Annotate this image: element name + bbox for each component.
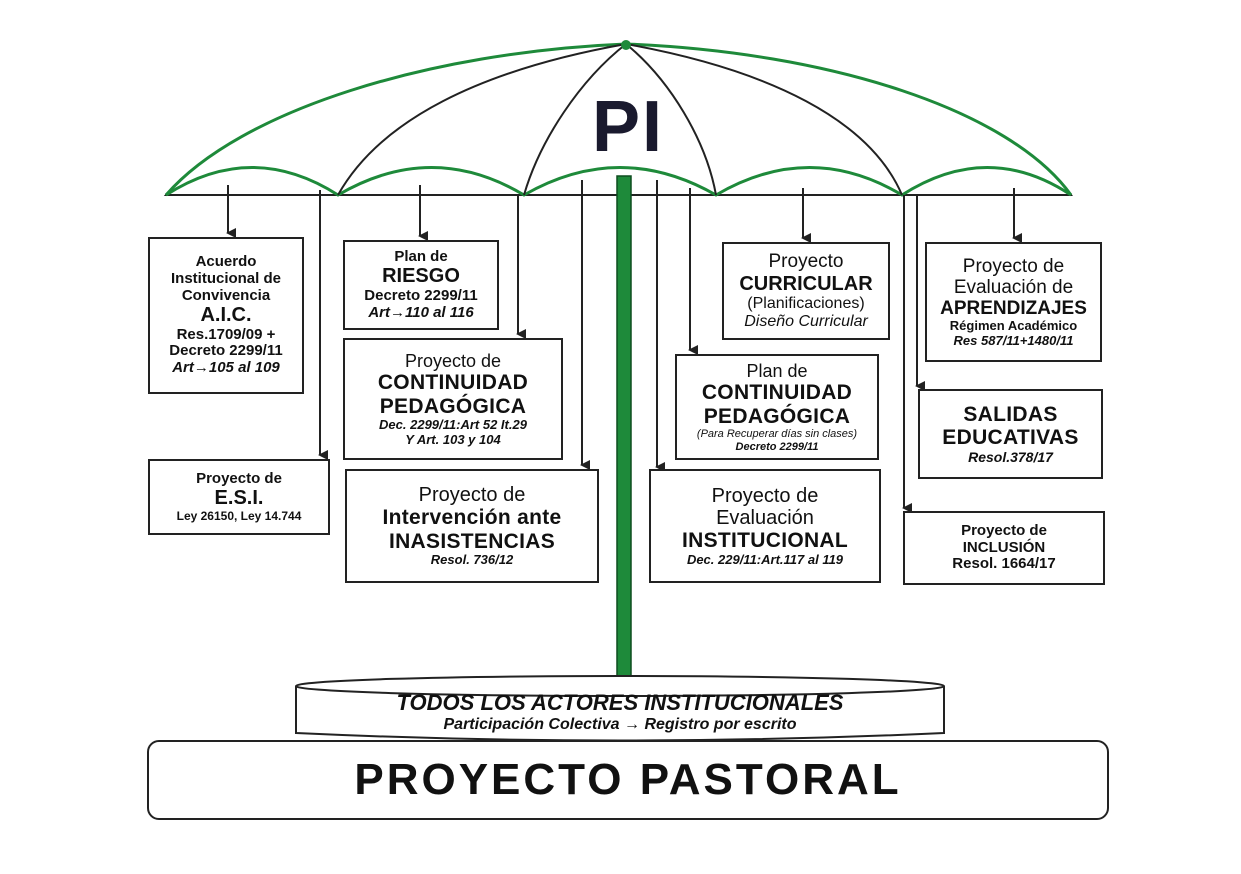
box-aprendizajes: Proyecto de Evaluación de APRENDIZAJES R… [925, 242, 1102, 362]
box-salidas-educativas: SALIDAS EDUCATIVAS Resol.378/17 [918, 389, 1103, 479]
base-subtitle: Participación Colectiva → Registro por e… [443, 716, 797, 733]
esi-line-1: Proyecto de [196, 469, 282, 487]
inasistencias-line-3: INASISTENCIAS [388, 529, 556, 553]
continuidad2-line-1: Plan de [746, 361, 808, 382]
aic-line-3: Convivencia [181, 286, 271, 304]
box-continuidad-pedagogica-plan: Plan de CONTINUIDAD PEDAGÓGICA (Para Rec… [675, 354, 879, 460]
base-title: TODOS LOS ACTORES INSTITUCIONALES [396, 690, 844, 715]
inasistencias-line-4: Resol. 736/12 [430, 552, 514, 568]
continuidad1-line-3: PEDAGÓGICA [379, 394, 527, 418]
continuidad2-line-3: PEDAGÓGICA [703, 404, 851, 428]
box-esi: Proyecto de E.S.I. Ley 26150, Ley 14.744 [148, 459, 330, 535]
esi-line-3: Ley 26150, Ley 14.744 [176, 508, 302, 523]
continuidad1-line-5: Y Art. 103 y 104 [405, 431, 501, 447]
curricular-line-2: CURRICULAR [739, 272, 873, 295]
salidas-line-1: SALIDAS [963, 402, 1058, 426]
evaluacion-inst-line-3: INSTITUCIONAL [681, 529, 849, 553]
curricular-line-3: (Planificaciones) [747, 294, 865, 312]
riesgo-line-1: Plan de [394, 247, 448, 265]
evaluacion-inst-line-2: Evaluación [716, 506, 814, 529]
umbrella-pole [616, 175, 632, 683]
salidas-line-2: EDUCATIVAS [942, 426, 1079, 450]
footer-title: PROYECTO PASTORAL [147, 740, 1109, 820]
box-evaluacion-institucional: Proyecto de Evaluación INSTITUCIONAL Dec… [649, 469, 881, 583]
continuidad2-line-5: Decreto 2299/11 [735, 440, 819, 453]
inclusion-line-3: Resol. 1664/17 [952, 555, 1056, 573]
box-continuidad-pedagogica-proyecto: Proyecto de CONTINUIDAD PEDAGÓGICA Dec. … [343, 338, 563, 460]
inasistencias-line-2: Intervención ante [382, 506, 562, 530]
aprendizajes-line-3: APRENDIZAJES [940, 298, 1087, 320]
curricular-line-1: Proyecto [768, 251, 844, 273]
inclusion-line-1: Proyecto de [961, 521, 1047, 539]
inclusion-line-2: INCLUSIÓN [962, 538, 1046, 556]
riesgo-line-3: Decreto 2299/11 [364, 286, 478, 304]
aprendizajes-line-5: Res 587/11+1480/11 [953, 332, 1074, 348]
connector-arrows [226, 180, 1022, 513]
esi-line-2: E.S.I. [214, 487, 264, 510]
umbrella-scallops [165, 166, 1072, 197]
aic-line-6: Decreto 2299/11 [169, 342, 283, 360]
continuidad2-line-4: (Para Recuperar días sin clases) [696, 428, 858, 441]
aic-line-2: Institucional de [170, 269, 281, 287]
aic-line-5: Res.1709/09 + [176, 325, 276, 343]
base-cylinder [295, 675, 945, 742]
box-aic: Acuerdo Institucional de Convivencia A.I… [148, 237, 304, 394]
umbrella-tip [621, 40, 631, 50]
box-inclusion: Proyecto de INCLUSIÓN Resol. 1664/17 [903, 511, 1105, 585]
umbrella-ribs [337, 43, 903, 196]
umbrella-pi-label: PI [591, 87, 665, 167]
box-curricular: Proyecto CURRICULAR (Planificaciones) Di… [722, 242, 890, 340]
riesgo-line-2: RIESGO [382, 265, 460, 288]
aprendizajes-line-2: Evaluación de [953, 276, 1074, 298]
box-inasistencias: Proyecto de Intervención ante INASISTENC… [345, 469, 599, 583]
aprendizajes-line-4: Régimen Académico [949, 318, 1078, 334]
continuidad1-line-1: Proyecto de [404, 350, 502, 371]
aic-line-1: Acuerdo [195, 252, 257, 270]
riesgo-line-4: Art→110 al 116 [368, 303, 474, 321]
aic-line-4: A.I.C. [200, 304, 252, 327]
continuidad1-line-4: Dec. 2299/11:Art 52 It.29 [379, 417, 527, 433]
aprendizajes-line-1: Proyecto de [962, 255, 1065, 277]
curricular-line-4: Diseño Curricular [744, 312, 868, 330]
box-riesgo: Plan de RIESGO Decreto 2299/11 Art→110 a… [343, 240, 499, 330]
continuidad1-line-2: CONTINUIDAD [377, 371, 529, 395]
evaluacion-inst-line-1: Proyecto de [711, 484, 819, 507]
salidas-line-3: Resol.378/17 [968, 448, 1053, 465]
inasistencias-line-1: Proyecto de [418, 484, 526, 507]
evaluacion-inst-line-4: Dec. 229/11:Art.117 al 119 [686, 551, 844, 567]
aic-line-7: Art→105 al 109 [172, 359, 280, 377]
continuidad2-line-2: CONTINUIDAD [701, 381, 853, 405]
